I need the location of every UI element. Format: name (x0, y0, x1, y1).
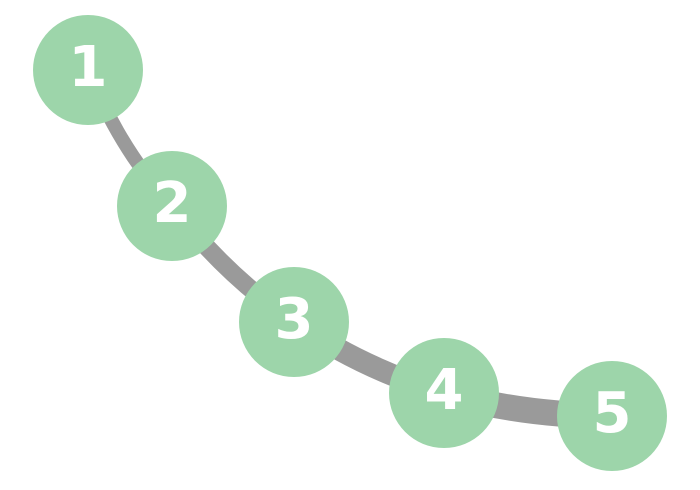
step-node-5: 5 (557, 361, 667, 471)
step-node-1: 1 (33, 15, 143, 125)
step-circle (557, 361, 667, 471)
step-label: 5 (593, 381, 632, 446)
step-node-3: 3 (239, 267, 349, 377)
step-label: 2 (153, 171, 192, 236)
step-circle (389, 338, 499, 448)
step-label: 4 (425, 358, 464, 423)
step-label: 1 (69, 35, 108, 100)
step-circle (33, 15, 143, 125)
step-node-2: 2 (117, 151, 227, 261)
step-node-4: 4 (389, 338, 499, 448)
step-label: 3 (275, 287, 314, 352)
step-circle (117, 151, 227, 261)
step-circle (239, 267, 349, 377)
